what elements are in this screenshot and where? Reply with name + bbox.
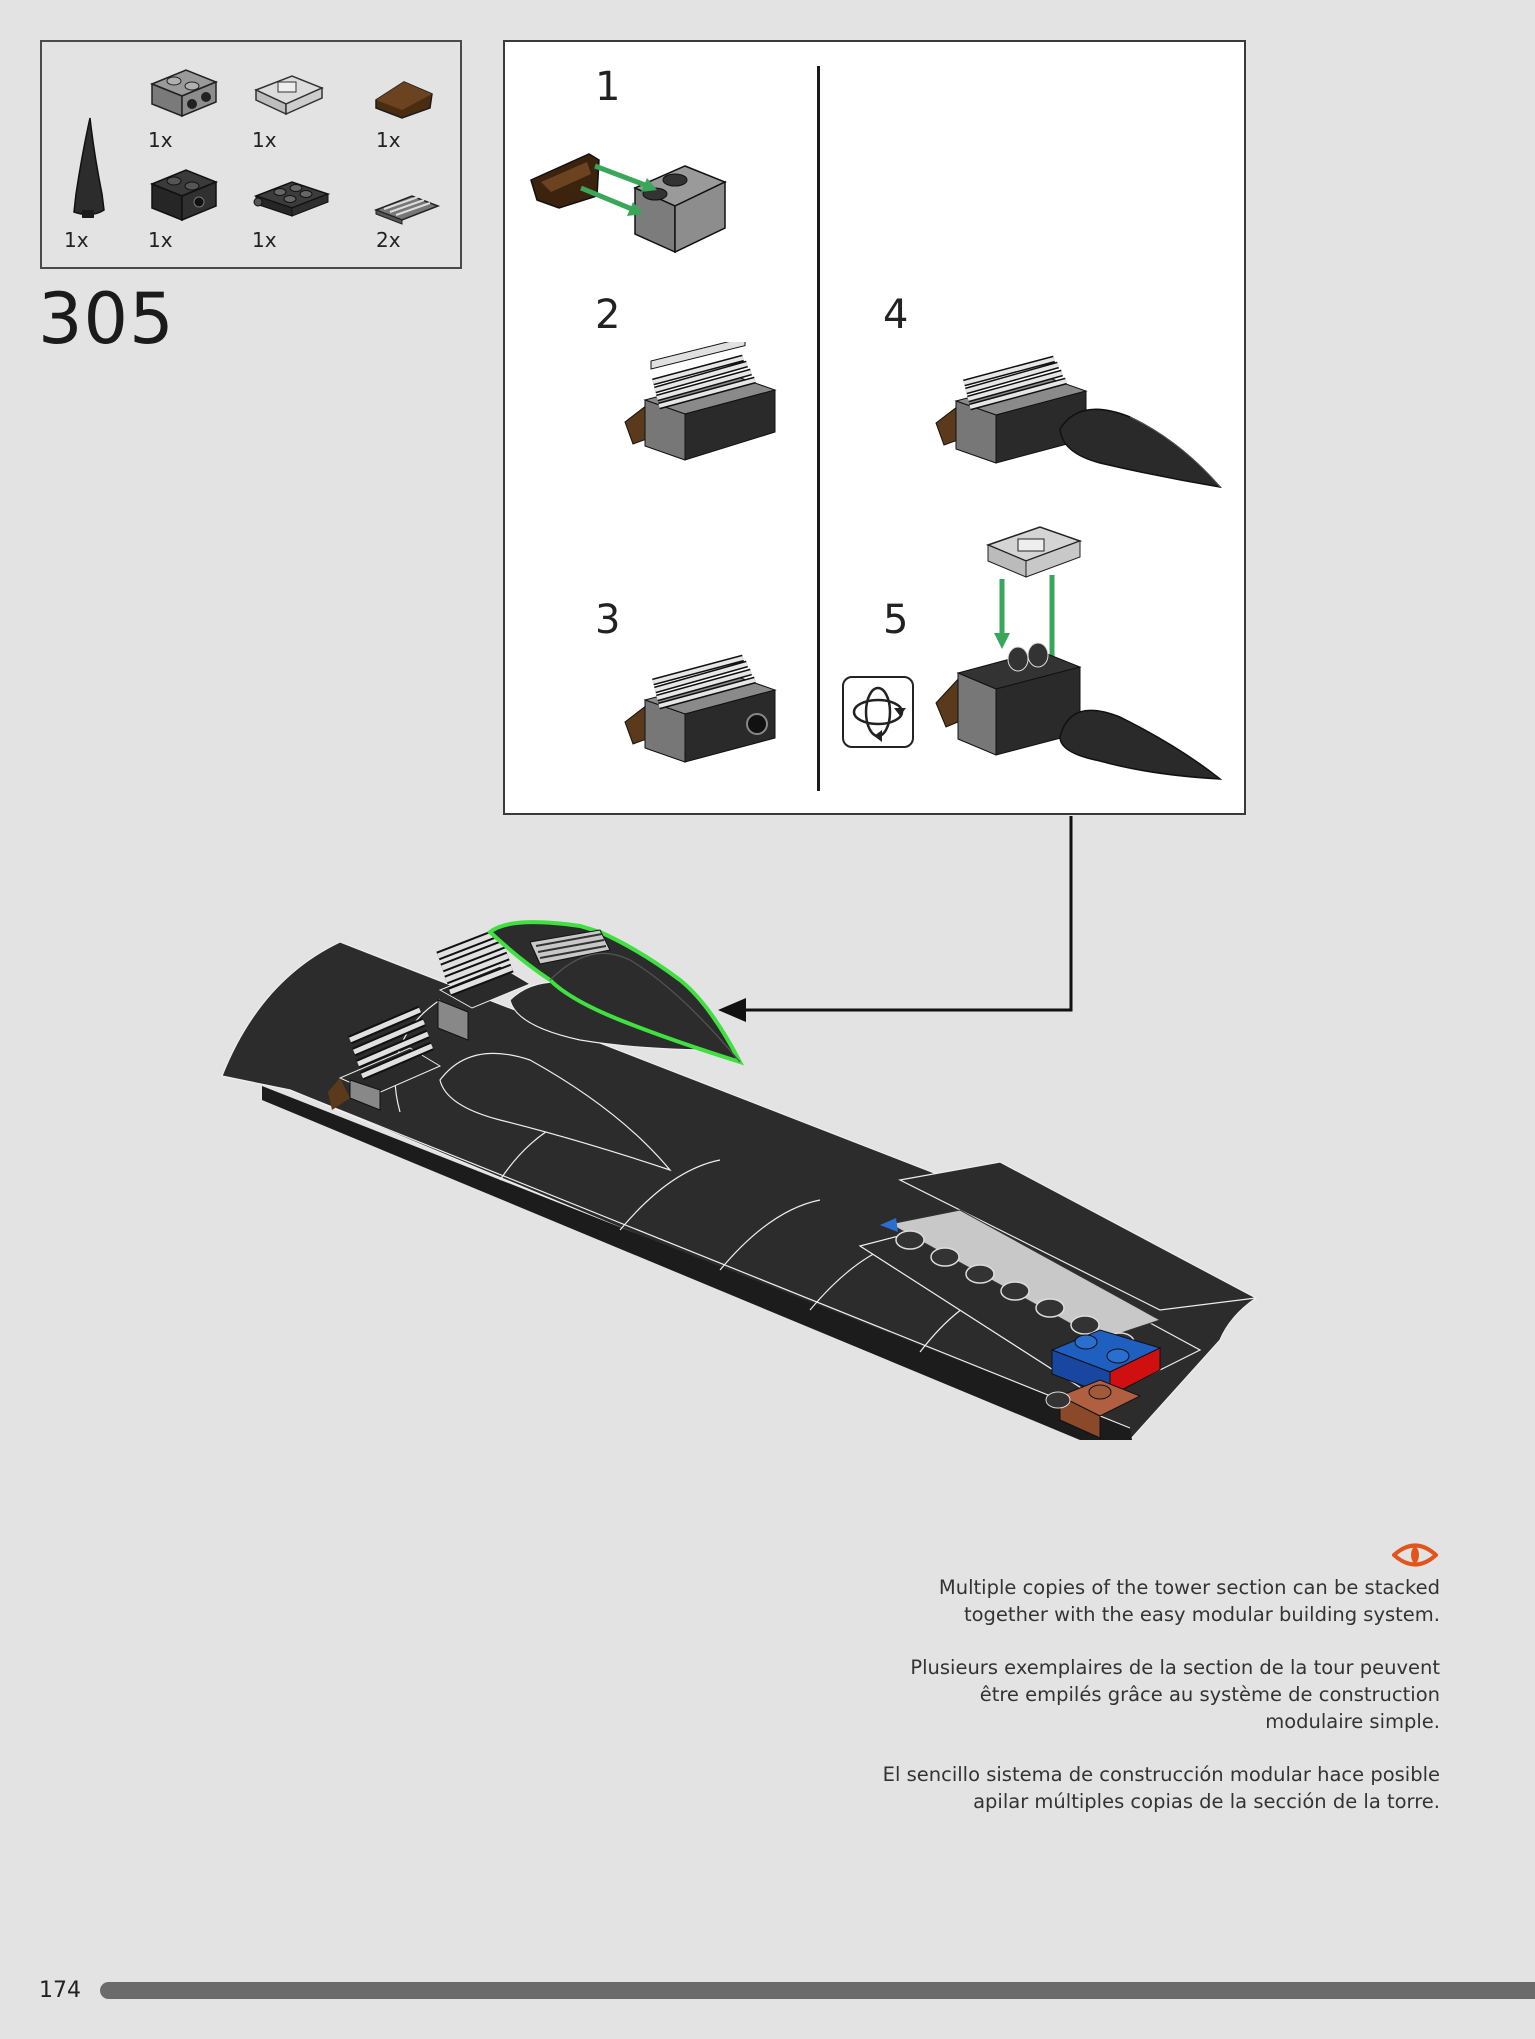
substep-1-illustration — [530, 153, 727, 254]
substep-number-3: 3 — [595, 597, 621, 643]
slope-curved-brick-image — [73, 117, 105, 218]
step-number: 305 — [38, 278, 175, 360]
progress-bar — [100, 1982, 1535, 1999]
info-fr-line-3: modulaire simple. — [1265, 1710, 1440, 1733]
part-qty-3: 1x — [252, 128, 277, 152]
substep-2-illustration — [624, 342, 777, 461]
info-en-line-2: together with the easy modular building … — [963, 1603, 1440, 1626]
plate-2x2-with-pins-image — [253, 181, 331, 217]
callout-connector-line — [718, 816, 1073, 1022]
part-qty-5: 1x — [148, 228, 173, 252]
info-fr-line-1: Plusieurs exemplaires de la section de l… — [910, 1656, 1440, 1679]
part-qty-7: 2x — [376, 228, 401, 252]
substep-number-5: 5 — [883, 597, 909, 643]
eye-icon — [1392, 1543, 1438, 1567]
part-qty-4: 1x — [376, 128, 401, 152]
substep-number-4: 4 — [883, 292, 909, 338]
brick-1x2-with-holes-image — [150, 69, 218, 118]
substep-3-illustration — [624, 654, 777, 763]
rotate-model-icon — [842, 676, 914, 748]
info-es-line-2: apilar múltiples copias de la sección de… — [973, 1790, 1440, 1813]
info-en-line-1: Multiple copies of the tower section can… — [938, 1576, 1440, 1599]
page-number: 174 — [39, 1978, 81, 2003]
info-es-line-1: El sencillo sistema de construcción modu… — [882, 1763, 1440, 1786]
main-model-illustration — [221, 920, 1258, 1441]
substep-number-1: 1 — [595, 64, 621, 110]
info-fr-line-2: être empilés grâce au système de constru… — [979, 1683, 1440, 1706]
grille-tile-1x2-image — [373, 195, 441, 225]
technic-brick-1x2-image — [150, 169, 218, 222]
plate-modified-with-handle-image — [254, 75, 324, 116]
substeps-divider — [817, 66, 820, 791]
substeps-panel: 1 2 3 4 — [503, 40, 1246, 815]
part-qty-1: 1x — [64, 228, 89, 252]
substep-5-illustration — [935, 526, 1223, 780]
substep-4-illustration — [935, 355, 1222, 489]
info-note: Multiple copies of the tower section can… — [880, 1543, 1440, 1815]
part-qty-2: 1x — [148, 128, 173, 152]
substep-number-2: 2 — [595, 292, 621, 338]
part-qty-6: 1x — [252, 228, 277, 252]
parts-list-box: 1x 1x 1x 1x 1x — [40, 40, 462, 269]
tile-slope-brown-image — [375, 81, 433, 119]
